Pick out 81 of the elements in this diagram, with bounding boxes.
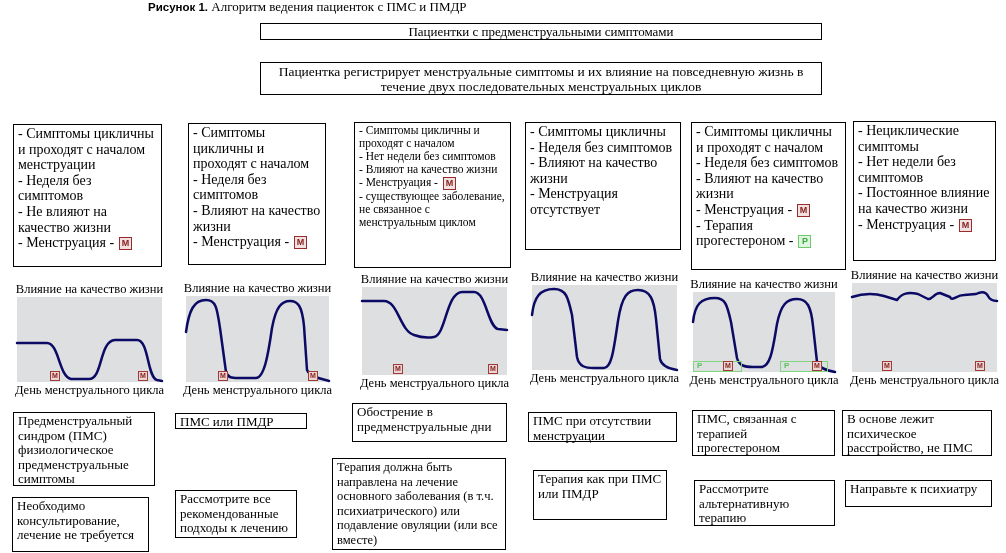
bullet-item: - Нет недели без симптомов xyxy=(359,150,497,163)
bullet-item: - Симптомы цикличны и проходят с началом xyxy=(696,124,833,156)
symptom-box xyxy=(188,123,326,265)
recommendation-box xyxy=(533,470,667,520)
symptom-box xyxy=(13,124,162,267)
x-axis-title: День менструального цикла xyxy=(849,373,1000,387)
box-text: Необходимо консультирование, лечение не требуется xyxy=(17,499,136,543)
recommendation-box xyxy=(175,490,297,538)
diagnosis-box xyxy=(842,410,992,456)
box-text: Обострение в предменструальные дни xyxy=(357,405,493,434)
bullet-item: - Менструация - xyxy=(193,234,290,250)
symptom-box xyxy=(691,122,846,270)
y-axis-title: Влияние на качество жизни xyxy=(690,277,838,291)
bullet-item: - Менструация отсутствует xyxy=(530,186,619,218)
y-axis-title: Влияние на качество жизни xyxy=(360,272,509,286)
m-marker: M xyxy=(959,218,973,232)
therapy-period-bar xyxy=(693,361,742,372)
m-marker: M xyxy=(797,204,811,218)
y-axis-title: Влияние на качество жизни xyxy=(530,270,679,284)
box-text: Пациентки с предменструальными симптомами xyxy=(407,25,675,40)
diagnosis-box xyxy=(692,410,835,456)
bullet-item: - Влияют на качество жизни xyxy=(696,170,825,202)
x-axis-title: День менструального цикла xyxy=(14,383,165,397)
recommendation-box xyxy=(845,480,992,507)
bullet-item: - Нециклические симптомы xyxy=(858,123,961,155)
box-text: Терапия как при ПМС или ПМДР xyxy=(538,472,662,501)
recommendation-box xyxy=(694,480,835,526)
bullet-item: - Влияют на качество жизни xyxy=(530,155,659,187)
p-letter: P xyxy=(784,362,790,370)
y-axis-title: Влияние на качество жизни xyxy=(15,282,164,296)
box-text: Пациентка регистрирует менструальные симптомы и их влияние на повседневную жизнь в течение двух последовательных менструальных циклов xyxy=(277,64,805,94)
symptom-box xyxy=(525,122,681,250)
x-axis-title: День менструального цикла xyxy=(689,373,839,387)
bullet-item: - существующее заболевание, не связанное с менструальным циклом xyxy=(359,189,506,229)
bullet-item: - Симптомы цикличны и проходят с началом xyxy=(359,124,481,150)
recommendation-box xyxy=(12,497,149,552)
bullet-item: - Влияют на качество жизни xyxy=(359,163,499,176)
bullet-item: - Неделя без симптомов xyxy=(18,172,93,204)
box-text: Рассмотрите все рекомендованные подходы к лечению xyxy=(180,492,289,536)
bullet-item: - Нет недели без симптомов xyxy=(858,154,957,186)
y-axis-title: Влияние на качество жизни xyxy=(850,268,999,282)
bullet-item: - Менструация - xyxy=(858,216,955,232)
box-text: Предменструальный синдром (ПМС) физиологическое предменструальные симптомы xyxy=(18,414,134,487)
p-marker: P xyxy=(798,235,812,249)
step-box xyxy=(260,23,822,40)
box-text: Рассмотрите альтернативную терапию xyxy=(699,482,791,526)
diagnosis-box xyxy=(175,413,307,429)
m-marker: M xyxy=(442,176,456,190)
bullet-item: - Менструация - xyxy=(696,201,793,217)
diagnosis-box xyxy=(352,403,507,442)
bullet-item: - Не влияют на качество жизни xyxy=(18,203,112,236)
symptom-box xyxy=(354,122,511,268)
box-text: ПМС или ПМДР xyxy=(180,415,275,428)
bullet-item: - Менструация - xyxy=(18,235,115,251)
bullet-item: - Постоянное влияние на качество жизни xyxy=(858,185,991,217)
m-marker: M xyxy=(294,236,308,250)
x-axis-title: День менструального цикла xyxy=(529,371,680,385)
box-text: В основе лежит психическое расстройство, не ПМС xyxy=(847,412,974,456)
box-text: ПМС, связанная с терапией прогестероном xyxy=(697,412,798,456)
bullet-item: - Неделя без симптомов xyxy=(530,139,674,156)
bullet-item: - Влияют на качество жизни xyxy=(193,202,321,235)
bullet-item: - Неделя без симптомов xyxy=(696,155,840,171)
bullet-item: - Неделя без симптомов xyxy=(193,171,268,203)
therapy-period-bar xyxy=(780,361,828,372)
bullet-item: - Симптомы цикличны и проходят с началом xyxy=(193,125,311,172)
bullet-item: - Терапия прогестероном - xyxy=(696,217,794,249)
x-axis-title: День менструального цикла xyxy=(182,383,333,397)
bullet-item: - Симптомы цикличны xyxy=(530,124,667,140)
bullet-item: - Менструация - xyxy=(359,176,438,188)
m-marker: M xyxy=(119,237,133,251)
figure-title: Рисунок 1. Алгоритм ведения пациенток с ПМС и ПМДР xyxy=(148,0,467,14)
diagnosis-box xyxy=(13,412,155,486)
p-letter: P xyxy=(697,362,703,370)
box-text: Терапия должна быть направлена на лечение основного заболевания (в т.ч. психиатрического) или подавление овуляции (или все вместе) xyxy=(337,460,499,547)
box-text: ПМС при отсутствии менструации xyxy=(533,414,653,443)
box-text: Направьте к психиатру xyxy=(850,482,979,497)
symptom-box xyxy=(853,121,996,261)
x-axis-title: День менструального цикла xyxy=(359,376,510,390)
y-axis-title: Влияние на качество жизни xyxy=(183,281,332,295)
bullet-item: - Симптомы цикличны и проходят с началом менструации xyxy=(18,126,155,173)
diagnosis-box xyxy=(528,412,677,442)
